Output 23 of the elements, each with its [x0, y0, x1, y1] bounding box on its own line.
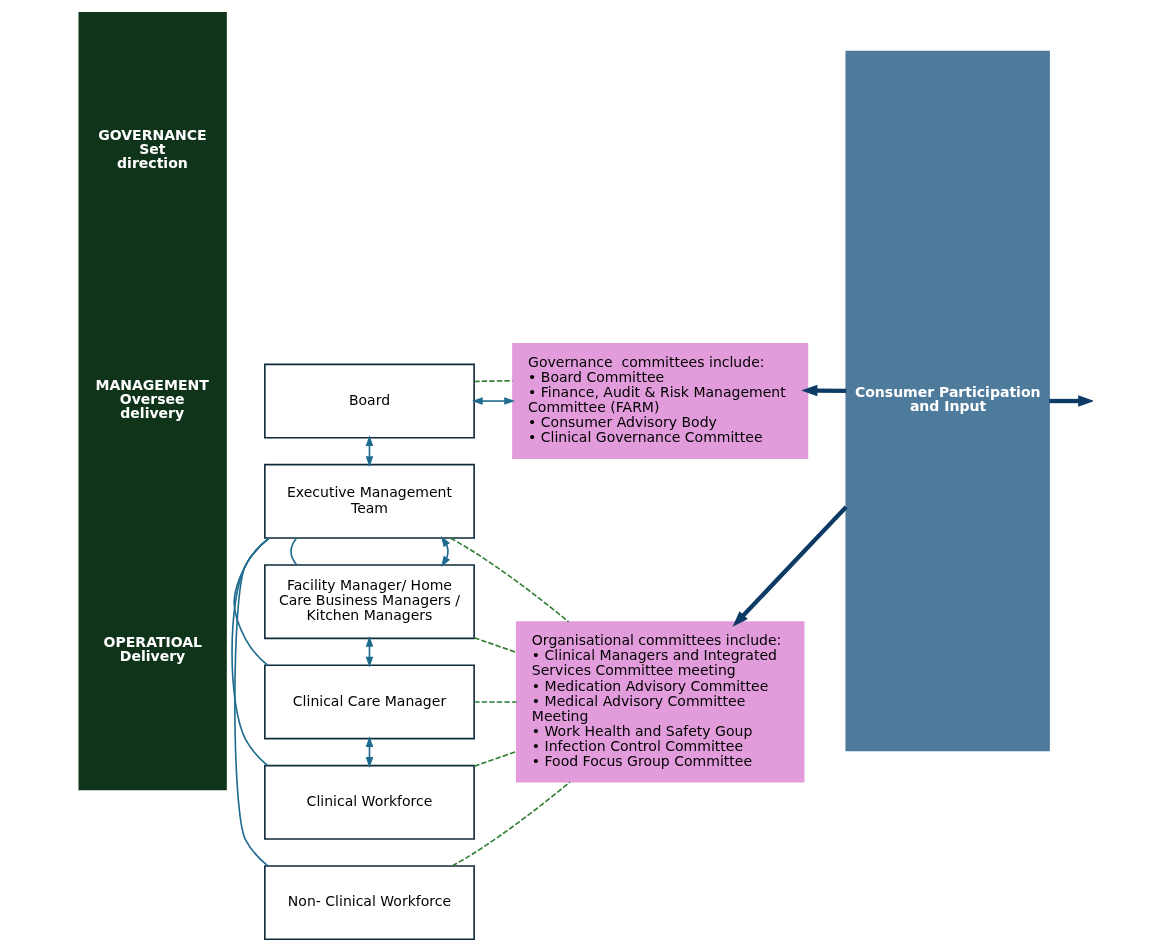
node-box: Facility Manager/ Home Care Business Managers / Kitchen Managers	[264, 564, 475, 640]
node-box: Executive Management Team	[264, 463, 475, 539]
arrow	[1049, 395, 1093, 407]
node-box: Organisational committees include: • Clinical Managers and Integrated Services Committee meeting • Medication Advisory Committee • Medical Advisory Committee Meeting • Work Health and Safety Goup • Infection Control Committee • Food Focus Group Committee	[515, 621, 805, 783]
node-box: Clinical Care Manager	[264, 664, 475, 740]
connector	[473, 380, 514, 383]
connector	[473, 701, 518, 703]
arrow	[471, 397, 515, 405]
node-box: Clinical Workforce	[264, 764, 475, 840]
connector	[449, 537, 570, 623]
connector	[451, 781, 571, 867]
node-box: Governance committees include: • Board Committee • Finance, Audit & Risk Management Committee (FARM) • Consumer Advisory Body • Clinical Governance Committee	[512, 343, 809, 459]
connector	[290, 537, 298, 566]
connector	[473, 750, 518, 768]
arrow	[732, 505, 848, 627]
arrow	[441, 536, 451, 567]
node-box: Consumer Participation and Input	[845, 50, 1050, 752]
node-box: Non- Clinical Workforce	[264, 865, 475, 941]
arrow	[801, 384, 847, 397]
connector	[473, 636, 518, 654]
node-box: Board	[264, 363, 475, 439]
node-box: GOVERNANCE Set direction MANAGEMENT Oversee delivery OPERATIOAL Delivery	[78, 11, 227, 791]
connector	[234, 537, 270, 867]
